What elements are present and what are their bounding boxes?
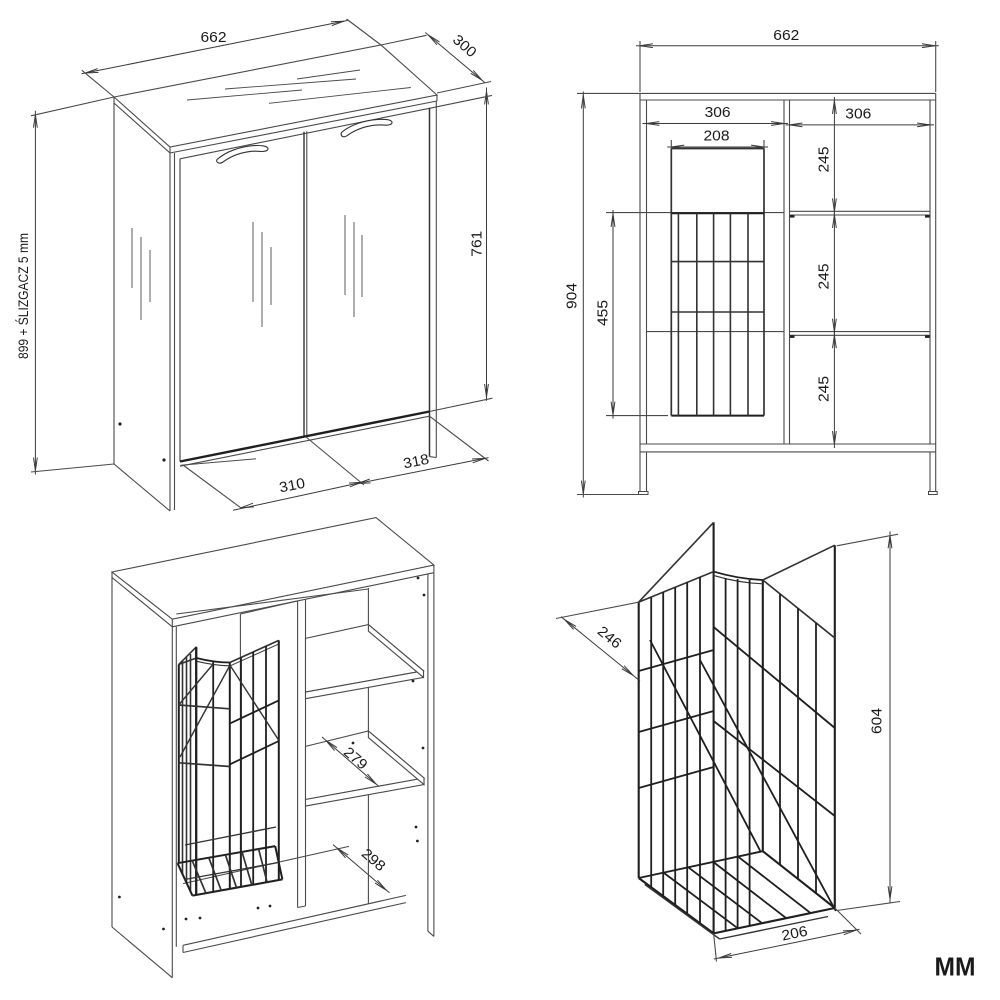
svg-text:899 + ŚLIZGACZ 5 mm: 899 + ŚLIZGACZ 5 mm xyxy=(16,233,31,359)
svg-text:604: 604 xyxy=(870,708,886,734)
svg-text:208: 208 xyxy=(704,129,730,145)
svg-text:310: 310 xyxy=(278,476,307,497)
svg-text:MM: MM xyxy=(935,952,976,982)
svg-text:904: 904 xyxy=(565,283,581,309)
svg-text:455: 455 xyxy=(596,300,612,326)
svg-text:306: 306 xyxy=(705,105,731,121)
svg-text:761: 761 xyxy=(470,231,486,257)
svg-text:245: 245 xyxy=(817,376,833,402)
svg-text:662: 662 xyxy=(201,30,227,46)
svg-text:318: 318 xyxy=(402,452,431,473)
svg-text:245: 245 xyxy=(817,147,833,173)
svg-text:245: 245 xyxy=(817,264,833,290)
svg-text:306: 306 xyxy=(845,107,871,123)
svg-text:662: 662 xyxy=(773,28,799,44)
svg-text:206: 206 xyxy=(780,924,809,945)
